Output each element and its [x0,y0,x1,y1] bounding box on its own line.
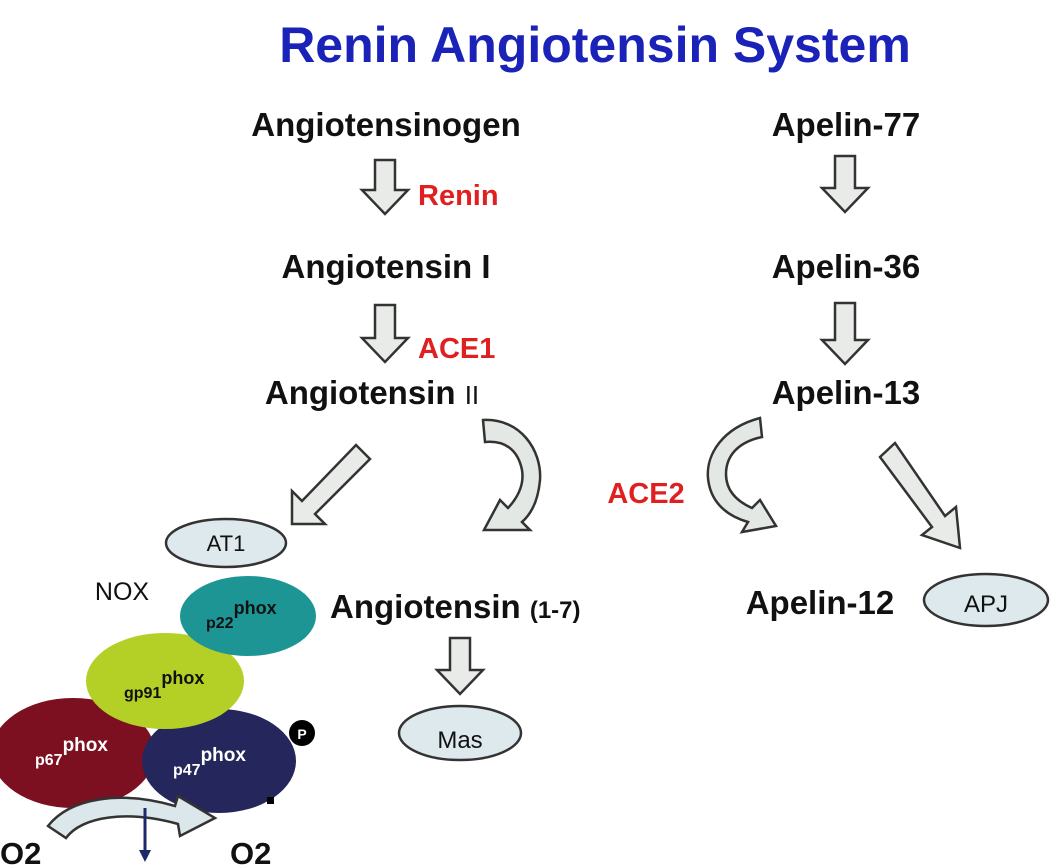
p47phox-label: p47phox [173,745,246,779]
p22phox-label: p22phox [206,598,277,632]
ace1-label: ACE1 [418,333,495,365]
apj-label: APJ [964,591,1008,618]
angiotensin-ii-numeral: II [465,380,479,410]
apelin-12-label: Apelin-12 [746,584,895,621]
diagram-title: Renin Angiotensin System [279,17,911,73]
at1-label: AT1 [207,531,246,556]
gp91phox-label: gp91phox [124,668,204,702]
mas-receptor [397,704,523,762]
p67phox-label: p67phox [35,735,108,769]
apelin-77-label: Apelin-77 [772,106,921,143]
o2-right-label: O2 [230,836,271,866]
apj-receptor [922,572,1050,628]
down-arrow-mas [434,636,486,696]
phosphate-label: P [297,726,306,742]
down-arrow-ace1 [359,303,411,364]
ace2-label: ACE2 [607,478,684,510]
p67phox-subunit [0,698,155,808]
angiotensin-1-7-label: Angiotensin (1-7) [330,588,581,625]
at1-receptor [164,517,288,569]
mas-label: Mas [437,727,482,754]
angiotensinogen-label: Angiotensinogen [251,106,520,143]
diag-arrow-apj [878,441,962,550]
angiotensin-ii-label: Angiotensin II [265,374,479,411]
angiotensin-1-7-suffix: (1-7) [530,597,581,624]
down-arrow-apelin-36 [819,301,871,366]
apelin-13-label: Apelin-13 [772,374,921,411]
gp91phox-subunit [86,633,244,729]
small-dot [267,797,274,804]
p47phox-subunit [142,709,296,813]
phosphate-badge [289,720,315,746]
o2-left-label: O2 [0,836,41,866]
o2-curved-arrow [46,794,218,840]
o2-down-arrowhead [139,850,151,862]
angiotensin-i-label: Angiotensin I [282,248,491,285]
curved-arrow-apelin12 [706,416,779,534]
p22phox-subunit [180,576,316,656]
diag-arrow-at1 [290,443,372,526]
down-arrow-apelin-77 [819,154,871,214]
renin-label: Renin [418,180,499,212]
apelin-36-label: Apelin-36 [772,248,921,285]
down-arrow-renin [359,158,411,216]
nox-label: NOX [95,578,150,606]
curved-arrow-ang17 [481,418,542,532]
